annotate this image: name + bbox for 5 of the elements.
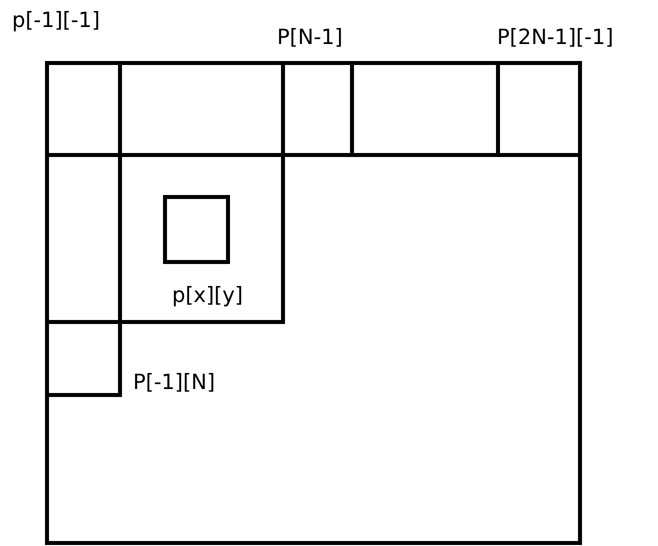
top-right-sample-label: P[2N-1][-1] bbox=[497, 27, 614, 48]
top-sample-label: P[N-1] bbox=[277, 27, 343, 48]
left-sample-label: P[-1][N] bbox=[133, 372, 216, 393]
corner-sample-label: p[-1][-1] bbox=[12, 10, 100, 31]
sample-label: p[x][y] bbox=[172, 285, 243, 306]
